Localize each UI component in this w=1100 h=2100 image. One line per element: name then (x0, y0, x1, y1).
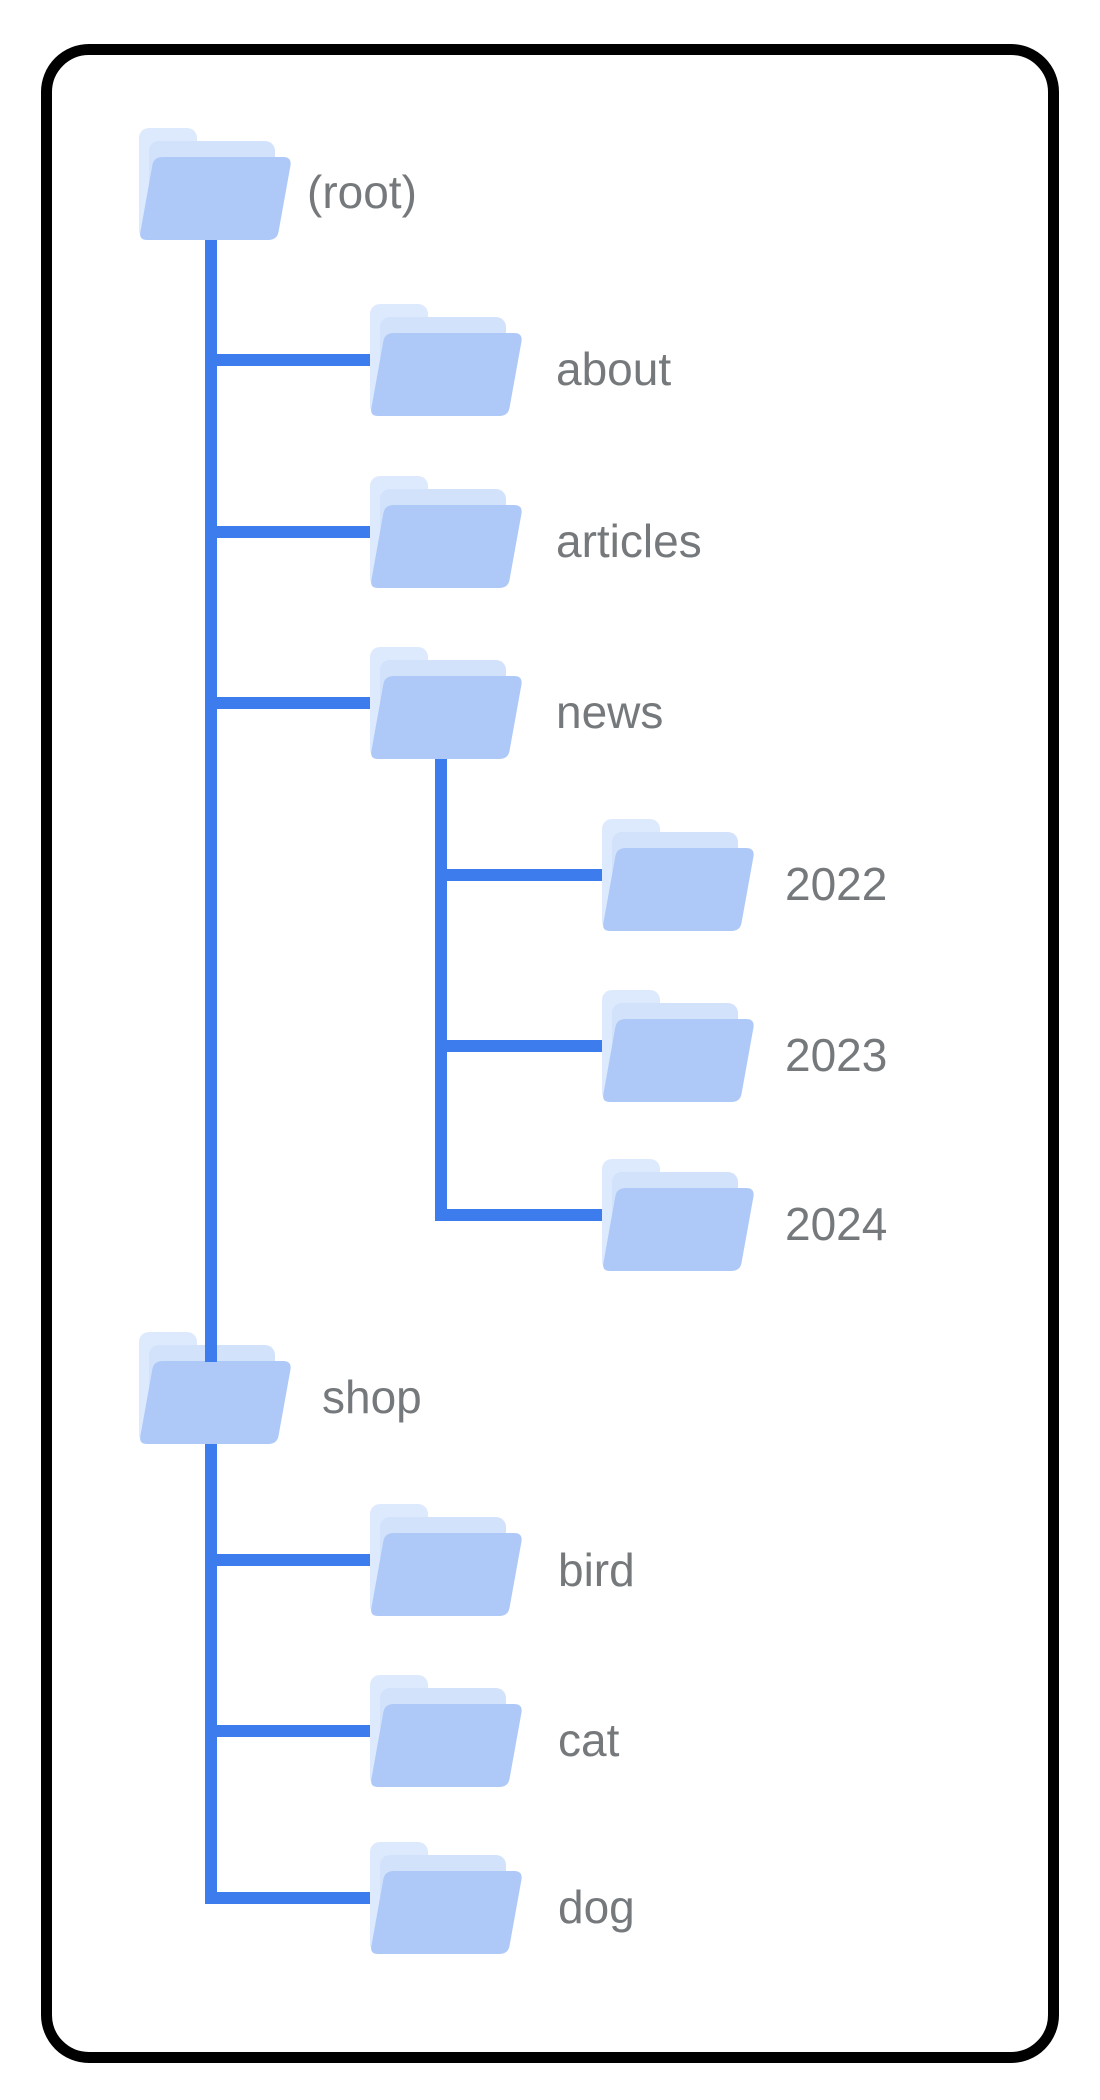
node-label-shop: shop (322, 1371, 422, 1423)
branch-line-about (205, 354, 383, 366)
node-label-about: about (556, 343, 672, 395)
trunk-over-shop-segment (205, 1332, 217, 1362)
folder-icon-articles (370, 476, 522, 588)
branch-line-dog (205, 1892, 383, 1904)
node-label-news: news (556, 686, 664, 738)
folder-icon-2022 (602, 819, 754, 931)
news-trunk-line (435, 757, 447, 1221)
diagram-border (41, 44, 1059, 2063)
branch-line-2024 (435, 1209, 616, 1221)
folder-icon-news (370, 647, 522, 759)
node-label-2023: 2023 (785, 1029, 888, 1081)
folder-icon-cat (370, 1675, 522, 1787)
folder-icon-about (370, 304, 522, 416)
root-trunk-line (205, 236, 217, 1904)
folder-icon-2024 (602, 1159, 754, 1271)
branch-line-articles (205, 526, 383, 538)
node-label-cat: cat (558, 1714, 620, 1766)
node-label-2022: 2022 (785, 858, 888, 910)
folder-icon-dog (370, 1842, 522, 1954)
node-label-dog: dog (558, 1881, 635, 1933)
branch-line-2022 (435, 869, 616, 881)
node-label-articles: articles (556, 515, 702, 567)
branch-line-2023 (435, 1040, 616, 1052)
node-label-root: (root) (307, 166, 417, 218)
folder-icon-2023 (602, 990, 754, 1102)
node-label-2024: 2024 (785, 1198, 888, 1250)
branch-line-news (205, 697, 383, 709)
branch-line-bird (205, 1554, 383, 1566)
branch-line-cat (205, 1725, 383, 1737)
folder-icon-root (139, 128, 291, 240)
node-label-bird: bird (558, 1544, 635, 1596)
folder-icon-bird (370, 1504, 522, 1616)
